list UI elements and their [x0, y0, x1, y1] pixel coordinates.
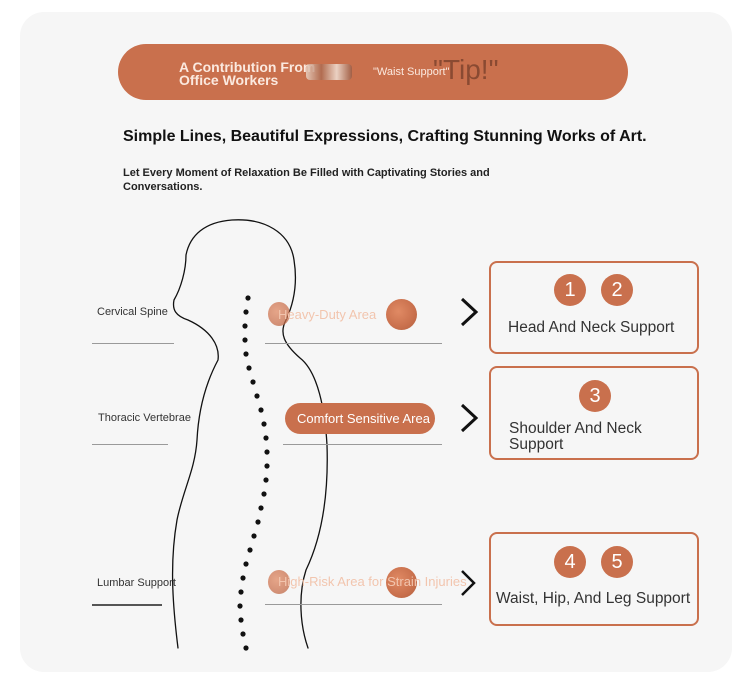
spine-dot — [242, 323, 248, 329]
spine-dot — [263, 435, 269, 441]
banner-image-blob — [306, 64, 352, 80]
spine-dot — [250, 379, 256, 385]
divider-line — [92, 604, 162, 606]
spine-dot — [237, 603, 243, 609]
spine-dot — [261, 491, 267, 497]
label-heavy-duty-area: Heavy-Duty Area — [278, 307, 377, 322]
spine-dot — [255, 519, 261, 525]
spine-dot — [263, 477, 269, 483]
spine-dot — [258, 407, 264, 413]
spine-dot — [254, 393, 260, 399]
spine-dots — [237, 295, 270, 651]
spine-dot — [251, 533, 257, 539]
area-marker — [386, 299, 417, 330]
number-badge: 2 — [601, 274, 633, 306]
support-box-shoulder-neck: 3 Shoulder And Neck Support — [489, 366, 699, 460]
area-marker — [386, 567, 417, 598]
chevron-right-icon — [461, 570, 476, 596]
label-cervical-spine: Cervical Spine — [97, 306, 168, 318]
support-box-head-neck: 1 2 Head And Neck Support — [489, 261, 699, 354]
spine-dot — [242, 337, 248, 343]
spine-dot — [243, 561, 249, 567]
banner-waist-text: "Waist Support" — [373, 66, 450, 78]
spine-dot — [258, 505, 264, 511]
banner-tip-text: "Tip!" — [433, 54, 499, 85]
spine-dot — [238, 589, 244, 595]
spine-dot — [247, 547, 253, 553]
area-marker — [268, 570, 290, 594]
spine-dot — [264, 449, 270, 455]
divider-line — [92, 444, 168, 445]
support-box-waist-hip-leg: 4 5 Waist, Hip, And Leg Support — [489, 532, 699, 626]
chevron-right-icon — [460, 403, 479, 433]
number-badge: 5 — [601, 546, 633, 578]
comfort-area-pill: Comfort Sensitive Area — [285, 403, 435, 434]
spine-dot — [243, 351, 249, 357]
spine-dot — [264, 463, 270, 469]
number-badge: 3 — [579, 380, 611, 412]
spine-dot — [238, 617, 244, 623]
spine-dot — [245, 295, 251, 301]
banner-contribution-text: A Contribution From Office Workers — [179, 59, 316, 88]
divider-line — [283, 444, 442, 445]
area-marker — [268, 302, 290, 326]
label-thoracic-vertebrae: Thoracic Vertebrae — [98, 412, 191, 424]
spine-dot — [240, 631, 246, 637]
spine-dot — [261, 421, 267, 427]
support-box-label: Head And Neck Support — [508, 319, 675, 336]
subline: Let Every Moment of Relaxation Be Filled… — [123, 167, 490, 193]
spine-dot — [243, 645, 249, 651]
spine-dot — [240, 575, 246, 581]
spine-dot — [246, 365, 252, 371]
header-banner: A Contribution From Office Workers "Wais… — [118, 44, 628, 100]
label-high-risk-area: High-Risk Area for Strain Injuries — [278, 574, 467, 589]
headline: Simple Lines, Beautiful Expressions, Cra… — [123, 128, 647, 145]
support-box-label: Shoulder And Neck Support — [509, 420, 642, 453]
number-badge: 4 — [554, 546, 586, 578]
divider-line — [265, 604, 442, 605]
number-badge: 1 — [554, 274, 586, 306]
chevron-right-icon — [460, 297, 479, 327]
label-lumbar-support: Lumbar Support — [97, 577, 176, 589]
support-box-label: Waist, Hip, And Leg Support — [496, 590, 691, 607]
divider-line — [265, 343, 442, 344]
spine-dot — [243, 309, 249, 315]
divider-line — [92, 343, 174, 344]
